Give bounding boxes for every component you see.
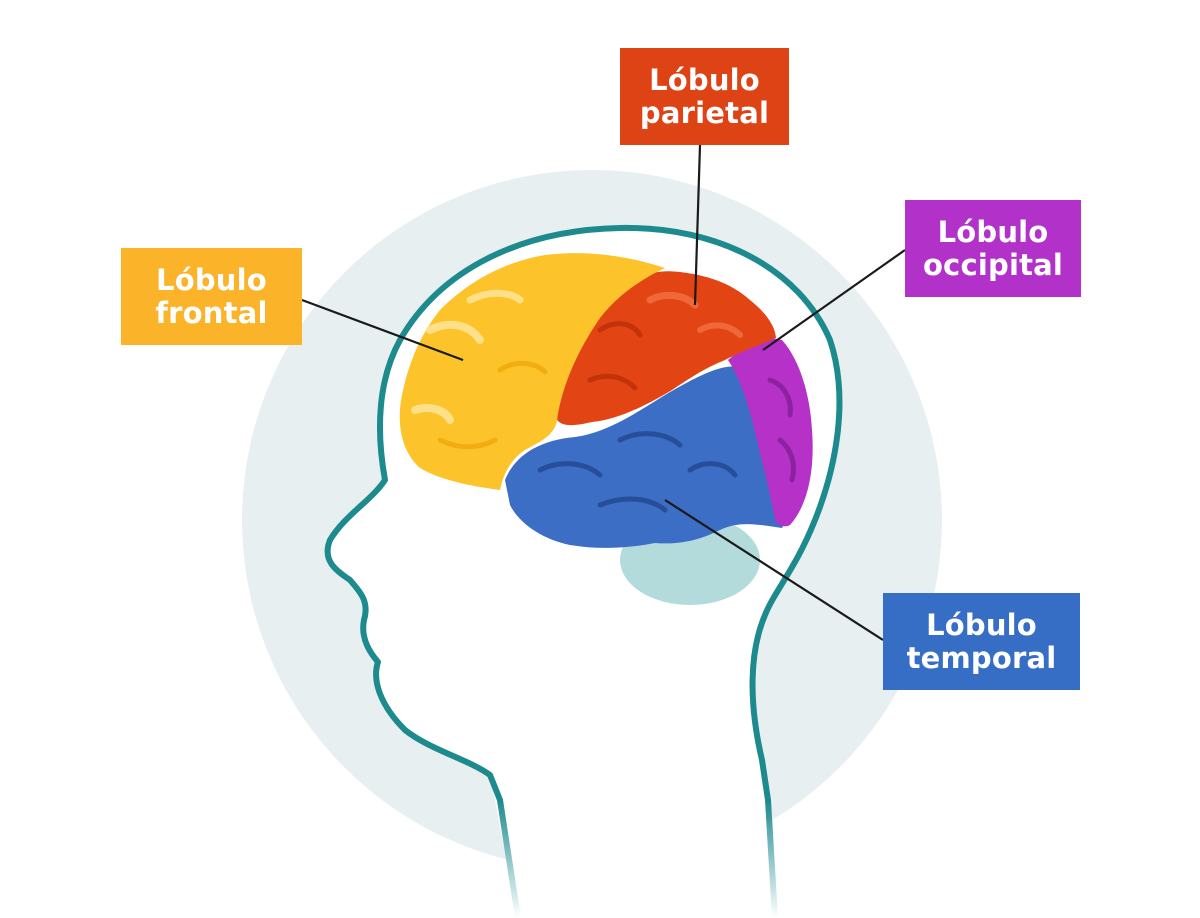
neck-front-fade [497,799,521,918]
parietal-lobe [557,271,776,426]
leader-line-temporal [664,499,884,641]
label-occipital-lobe: Lóbulo occipital [905,200,1081,297]
neck-back-fade [765,799,778,918]
head-outline [324,224,843,803]
label-frontal-line1: Lóbulo [156,262,267,297]
label-parietal-line1: Lóbulo [649,62,760,97]
label-occipital-line2: occipital [922,247,1064,282]
label-temporal-lobe: Lóbulo temporal [883,593,1080,690]
label-parietal-line2: parietal [639,95,770,130]
leader-line-parietal [693,144,702,306]
brain-texture [411,289,796,513]
label-frontal-line2: frontal [155,295,268,330]
temporal-lobe [505,366,785,548]
label-temporal-line1: Lóbulo [926,607,1037,642]
leader-line-occipital [762,249,906,351]
label-parietal-lobe: Lóbulo parietal [620,48,789,145]
leader-lines [301,144,906,641]
label-temporal-line2: temporal [906,640,1057,675]
leader-line-frontal [301,298,464,362]
label-occipital-line1: Lóbulo [937,214,1049,249]
label-frontal-lobe: Lóbulo frontal [121,248,302,345]
frontal-lobe [399,253,665,490]
